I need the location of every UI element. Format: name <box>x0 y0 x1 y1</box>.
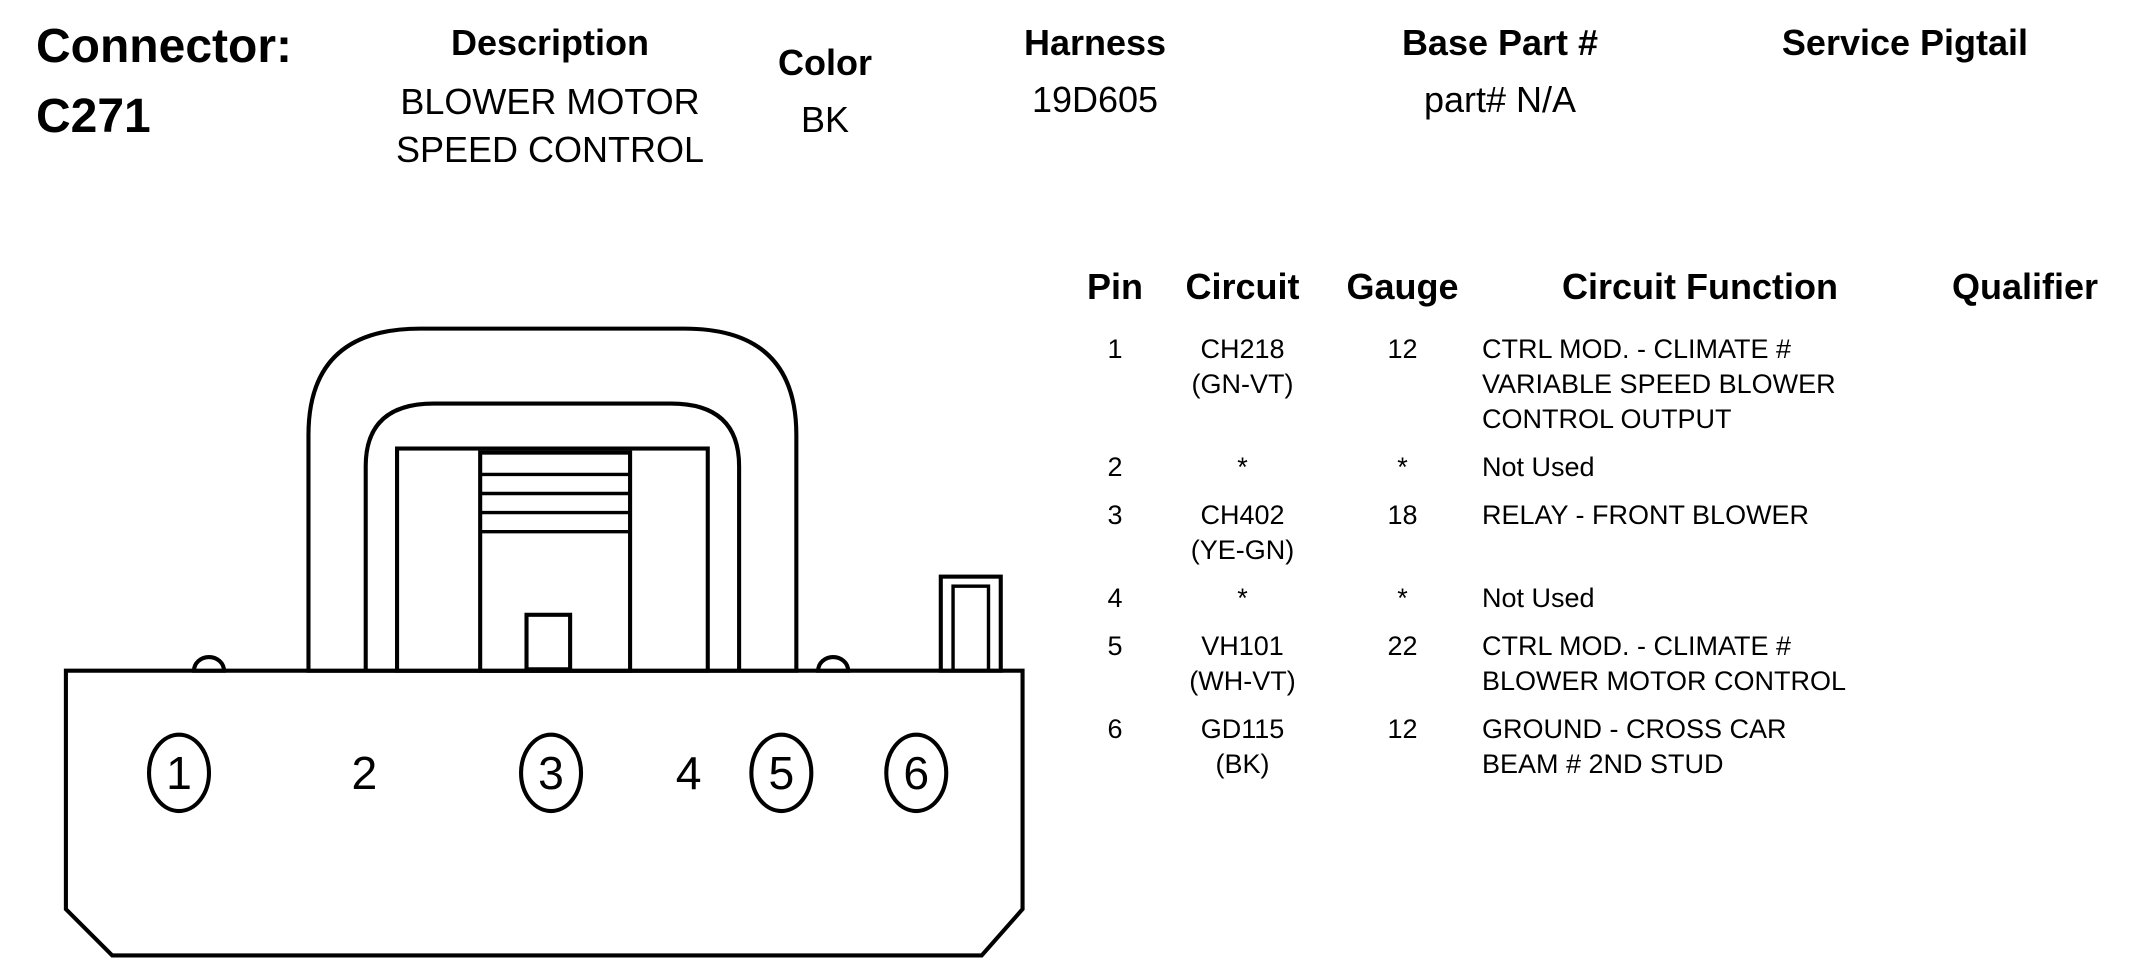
body-bump-left <box>191 655 227 673</box>
harness-label: Harness <box>1023 22 1167 63</box>
connector-id: C271 <box>36 90 151 143</box>
connector-drawing: 1 2 3 4 5 6 <box>63 326 1025 958</box>
qualifier-cell <box>1930 498 2120 568</box>
circuit-cell: VH101 (WH-VT) <box>1189 631 1296 696</box>
latch-tower-inner <box>363 401 742 671</box>
col-header-qualifier: Qualifier <box>1951 266 2099 307</box>
qualifier-cell <box>1930 450 2120 485</box>
pin-cell: 5 <box>1107 631 1123 661</box>
pin-2 <box>334 734 395 812</box>
col-header-pin: Pin <box>1086 266 1143 307</box>
col-header-gauge: Gauge <box>1346 266 1459 307</box>
connector-title: Connector: C271 <box>36 12 292 152</box>
pin-cell: 3 <box>1107 500 1123 530</box>
pin-cell: 2 <box>1107 452 1123 482</box>
description-value: BLOWER MOTOR SPEED CONTROL <box>340 78 760 174</box>
table-row: 1 CH218 (GN-VT) 12 CTRL MOD. - CLIMATE #… <box>1080 332 2125 437</box>
col-header-circuit-function: Circuit Function <box>1562 266 1838 307</box>
side-key-inner <box>951 584 991 673</box>
pin-1 <box>146 732 212 814</box>
description-line-2: SPEED CONTROL <box>395 129 705 170</box>
header-col-color: Color BK <box>740 42 910 144</box>
pin-4-label: 4 <box>676 747 702 799</box>
description-label: Description <box>450 22 650 63</box>
circuit-cell: * <box>1237 452 1248 482</box>
circuit-cell: CH402 (YE-GN) <box>1190 500 1295 565</box>
connector-label: Connector: <box>36 20 292 73</box>
col-header-circuit: Circuit <box>1185 266 1300 307</box>
header-col-harness: Harness 19D605 <box>960 22 1230 124</box>
base-part-value: part# N/A <box>1423 79 1577 120</box>
gauge-cell: * <box>1397 583 1408 613</box>
gauge-cell: 12 <box>1387 334 1418 364</box>
circuit-function-cell: CTRL MOD. - CLIMATE # VARIABLE SPEED BLO… <box>1482 334 1836 434</box>
table-row: 6 GD115 (BK) 12 GROUND - CROSS CAR BEAM … <box>1080 712 2125 782</box>
qualifier-cell <box>1930 581 2120 616</box>
pin-1-label: 1 <box>166 747 192 799</box>
pin-6 <box>884 732 949 814</box>
circuit-cell: GD115 (BK) <box>1200 714 1285 779</box>
pin-5-label: 5 <box>768 747 794 799</box>
color-value: BK <box>800 99 850 140</box>
body-bump-right <box>816 655 851 673</box>
harness-value: 19D605 <box>1031 79 1159 120</box>
circuit-function-cell: GROUND - CROSS CAR BEAM # 2ND STUD <box>1482 714 1787 779</box>
pin-2-label: 2 <box>351 747 377 799</box>
table-row: 5 VH101 (WH-VT) 22 CTRL MOD. - CLIMATE #… <box>1080 629 2125 699</box>
connector-body-outline <box>63 668 1025 958</box>
pin-table: Pin Circuit Gauge Circuit Function Quali… <box>1080 266 2125 795</box>
header-col-base-part: Base Part # part# N/A <box>1340 22 1660 124</box>
circuit-function-cell: Not Used <box>1482 452 1595 482</box>
service-pigtail-label: Service Pigtail <box>1781 22 2029 63</box>
circuit-cell: * <box>1237 583 1248 613</box>
pin-cell: 1 <box>1107 334 1123 364</box>
base-part-label: Base Part # <box>1401 22 1599 63</box>
pin-6-label: 6 <box>903 747 929 799</box>
circuit-function-cell: RELAY - FRONT BLOWER <box>1482 500 1810 530</box>
circuit-function-cell: CTRL MOD. - CLIMATE # BLOWER MOTOR CONTR… <box>1482 631 1847 696</box>
pin-table-header: Pin Circuit Gauge Circuit Function Quali… <box>1080 266 2125 308</box>
table-row: 2 * * Not Used <box>1080 450 2125 485</box>
pin-4 <box>658 734 719 812</box>
pin-3-label: 3 <box>538 747 564 799</box>
pin-cell: 6 <box>1107 714 1123 744</box>
table-row: 3 CH402 (YE-GN) 18 RELAY - FRONT BLOWER <box>1080 498 2125 568</box>
header-col-service-pigtail: Service Pigtail <box>1740 22 2070 64</box>
qualifier-cell <box>1930 712 2120 782</box>
latch-tab <box>524 612 573 672</box>
side-key-outer <box>938 574 1003 673</box>
qualifier-cell <box>1930 629 2120 699</box>
table-row: 4 * * Not Used <box>1080 581 2125 616</box>
gauge-cell: 12 <box>1387 714 1418 744</box>
circuit-cell: CH218 (GN-VT) <box>1191 334 1294 399</box>
header-col-description: Description BLOWER MOTOR SPEED CONTROL <box>340 22 760 174</box>
circuit-function-cell: Not Used <box>1482 583 1595 613</box>
qualifier-cell <box>1930 332 2120 437</box>
color-label: Color <box>778 42 872 83</box>
gauge-cell: 22 <box>1387 631 1418 661</box>
gauge-cell: * <box>1397 452 1408 482</box>
pin-cell: 4 <box>1107 583 1123 613</box>
gauge-cell: 18 <box>1387 500 1418 530</box>
pin-5 <box>749 732 814 814</box>
pin-3 <box>519 732 584 814</box>
description-line-1: BLOWER MOTOR <box>400 81 700 122</box>
